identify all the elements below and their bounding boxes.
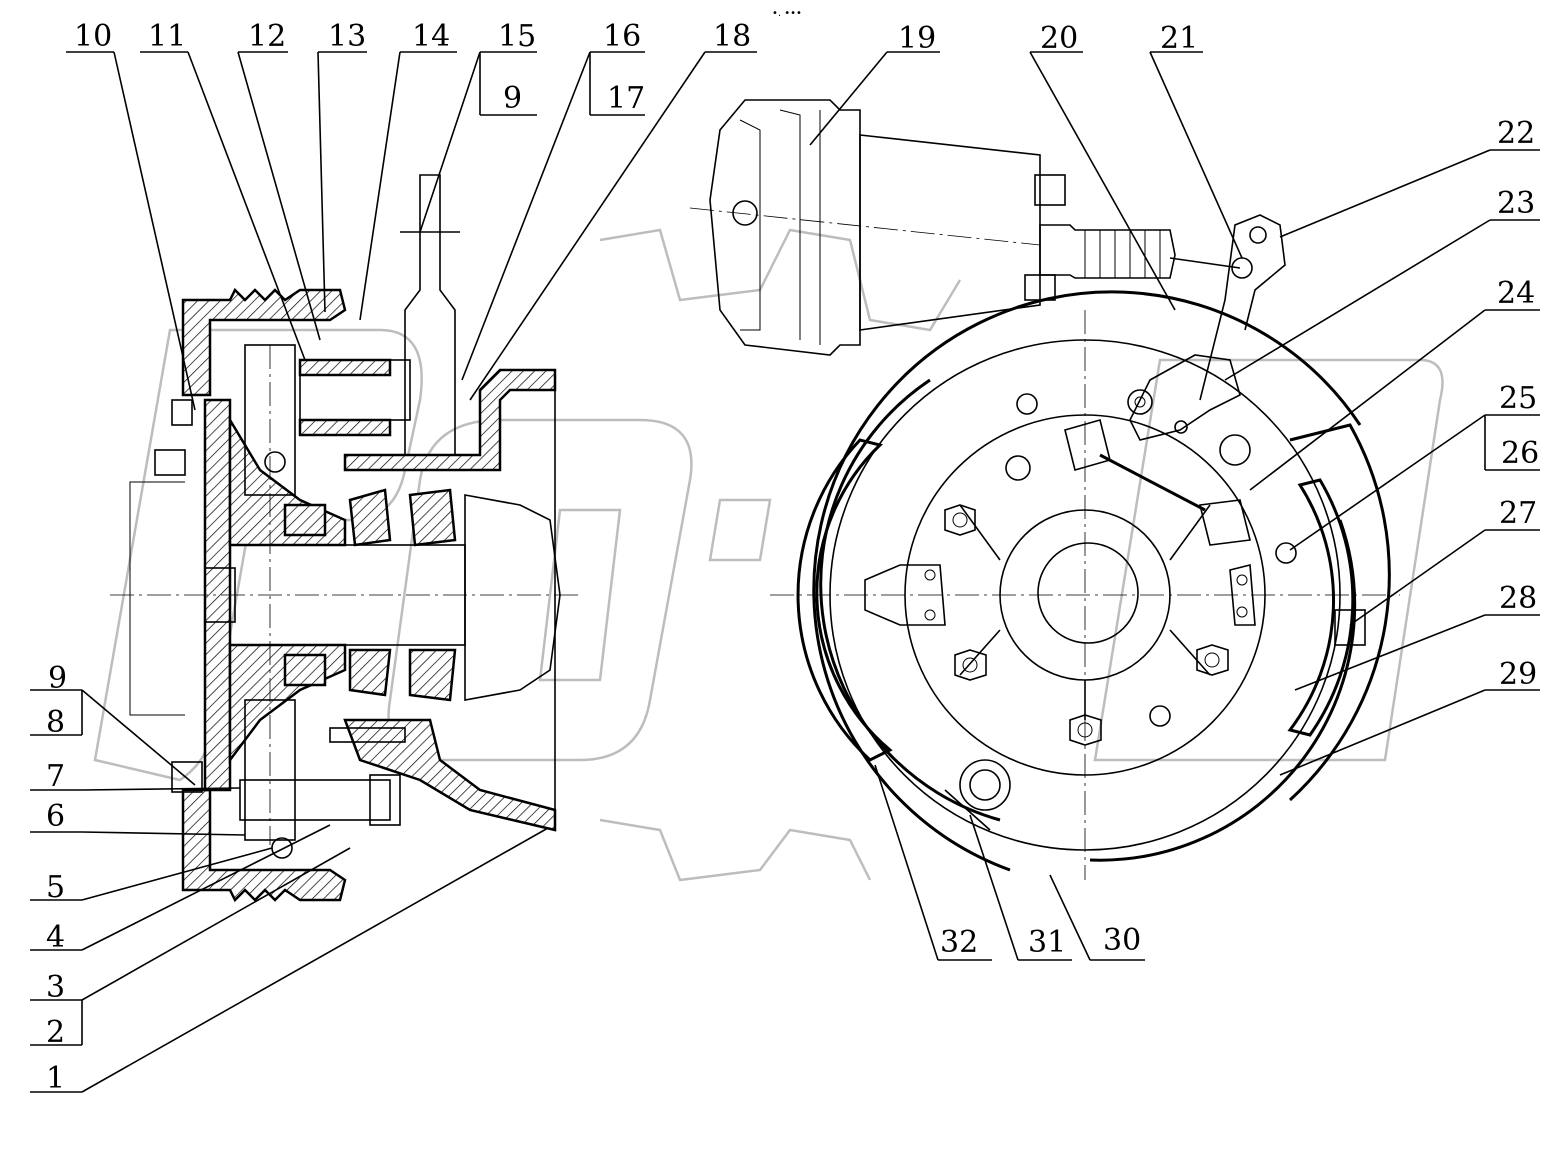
section-view-left	[110, 174, 580, 903]
callout-7: 7	[46, 759, 65, 794]
hole-c	[1275, 542, 1297, 564]
callout-26: 26	[1501, 436, 1539, 471]
callout-13: 13	[328, 19, 366, 54]
callout-31: 31	[1028, 925, 1066, 960]
hole-d	[1149, 705, 1171, 727]
callout-22: 22	[1497, 116, 1535, 151]
callout-21: 21	[1160, 21, 1198, 56]
callout-27: 27	[1499, 496, 1537, 531]
anchor-bracket	[864, 564, 946, 626]
hole-b	[1005, 455, 1031, 481]
return-spring	[1064, 419, 1251, 546]
camshaft-bush	[298, 358, 392, 377]
bolt-mid	[154, 449, 186, 476]
cam-pin	[1219, 434, 1251, 466]
hole-e	[1174, 420, 1188, 434]
callout-18: 18	[713, 19, 751, 54]
callout-labels: 10 11 12 13 14 15 9 16 17 18 19 20 21 22…	[46, 19, 1539, 1096]
callout-1: 1	[46, 1061, 65, 1096]
callout-3: 3	[46, 970, 65, 1005]
callout-4: 4	[46, 920, 65, 955]
hub-cap	[464, 494, 561, 701]
oil-seal-upper	[283, 503, 327, 537]
callout-25: 25	[1499, 381, 1537, 416]
brake-lever	[404, 174, 456, 456]
callout-6: 6	[46, 799, 65, 834]
callout-20: 20	[1040, 21, 1078, 56]
tapered-bearing-upper	[348, 488, 457, 547]
lever-pin	[1127, 389, 1153, 415]
drum-shell-lower	[181, 788, 347, 903]
brake-lining-right	[1287, 478, 1355, 737]
bolt-lower	[171, 761, 203, 793]
face-view-right	[689, 99, 1400, 880]
top-mark: •. •••	[772, 8, 802, 19]
callout-24: 24	[1497, 276, 1535, 311]
callout-8: 8	[46, 705, 65, 740]
brake-shoe-left	[819, 378, 1001, 822]
anchor-bolt	[959, 759, 1011, 811]
arm-hole	[1249, 226, 1267, 244]
callout-16: 16	[603, 19, 641, 54]
callout-32: 32	[940, 925, 978, 960]
anchor-pin-nut	[369, 774, 401, 826]
wheel-rim-line	[129, 481, 185, 716]
anchor-bracket-right	[1229, 563, 1256, 626]
callout-30: 30	[1103, 923, 1141, 958]
callout-5: 5	[46, 870, 65, 905]
oil-seal-lower	[283, 653, 327, 687]
back-plate	[203, 398, 232, 792]
callout-29: 29	[1499, 657, 1537, 692]
callout-23: 23	[1497, 186, 1535, 221]
lower-spring	[944, 789, 991, 831]
callout-17: 17	[607, 81, 645, 116]
hub-bore	[1037, 542, 1139, 644]
callout-9-top: 9	[503, 81, 522, 116]
adjuster-lever	[1129, 354, 1241, 441]
stud-lower	[329, 727, 406, 743]
spring-pin-upper	[264, 451, 286, 473]
callout-28: 28	[1499, 581, 1537, 616]
drum-shell	[181, 287, 347, 397]
callout-12: 12	[248, 19, 286, 54]
hole-a	[1016, 393, 1038, 415]
callout-9-left: 9	[48, 661, 67, 696]
callout-10: 10	[74, 19, 112, 54]
leader-lines	[30, 51, 1540, 1093]
callout-11: 11	[148, 19, 186, 54]
hub-nuts	[944, 504, 1229, 746]
brake-lining-left	[796, 438, 893, 762]
callout-19: 19	[898, 21, 936, 56]
tapered-bearing-lower	[348, 648, 457, 702]
watermark-logo	[93, 228, 1444, 882]
brake-chamber	[709, 99, 1241, 356]
bolt-upper	[171, 399, 193, 426]
brake-shoe-right	[1089, 519, 1357, 862]
spring-pin-lower	[271, 837, 293, 859]
adjust-bolt	[1334, 609, 1366, 646]
callout-2: 2	[46, 1015, 65, 1050]
callout-14: 14	[412, 19, 450, 54]
dust-shield	[812, 290, 1362, 872]
callout-15: 15	[498, 19, 536, 54]
slack-adjuster-arm	[1199, 214, 1286, 401]
camshaft-bush-lower	[298, 418, 392, 437]
anchor-pin	[239, 779, 391, 821]
